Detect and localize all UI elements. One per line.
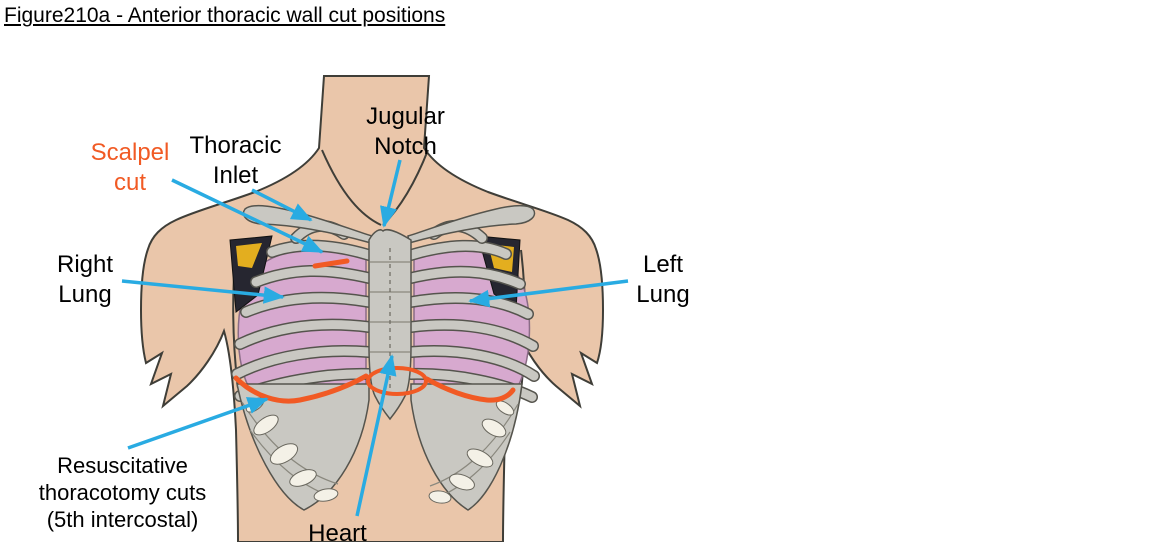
label-scalpel-cut: Scalpel cut <box>90 139 170 196</box>
neck-line-left <box>321 149 382 226</box>
label-jugular-notch: Jugular Notch <box>366 103 445 160</box>
arrow-left-lung <box>468 279 629 308</box>
label-right-lung: Right Lung <box>56 251 114 308</box>
arrow-heart <box>355 354 397 517</box>
label-heart: Heart <box>308 520 367 542</box>
clavicle-left <box>407 204 536 244</box>
arrow-jugular-notch <box>380 159 402 228</box>
arrow-scalpel-cut <box>171 178 324 254</box>
label-left-lung: Left Lung <box>636 251 690 308</box>
arrow-thoracic-inlet <box>251 188 313 222</box>
callout-arrows <box>121 159 629 517</box>
thoracotomy-cut-line-left <box>424 376 516 403</box>
thoracotomy-cut-line-right <box>233 373 369 404</box>
clavicles <box>242 204 536 244</box>
clavicle-right <box>242 204 373 244</box>
cut-marks <box>233 258 516 404</box>
label-resuscitative-cuts: Resuscitative thoracotomy cuts (5th inte… <box>38 453 207 532</box>
figure-title: Figure210a - Anterior thoracic wall cut … <box>4 4 446 27</box>
label-thoracic-inlet: Thoracic Inlet <box>189 132 282 189</box>
scalpel-cut-mark <box>312 258 350 269</box>
arrow-resuscitative-cuts <box>127 397 269 450</box>
arrow-right-lung <box>121 279 285 304</box>
lower-ribs <box>236 383 523 511</box>
